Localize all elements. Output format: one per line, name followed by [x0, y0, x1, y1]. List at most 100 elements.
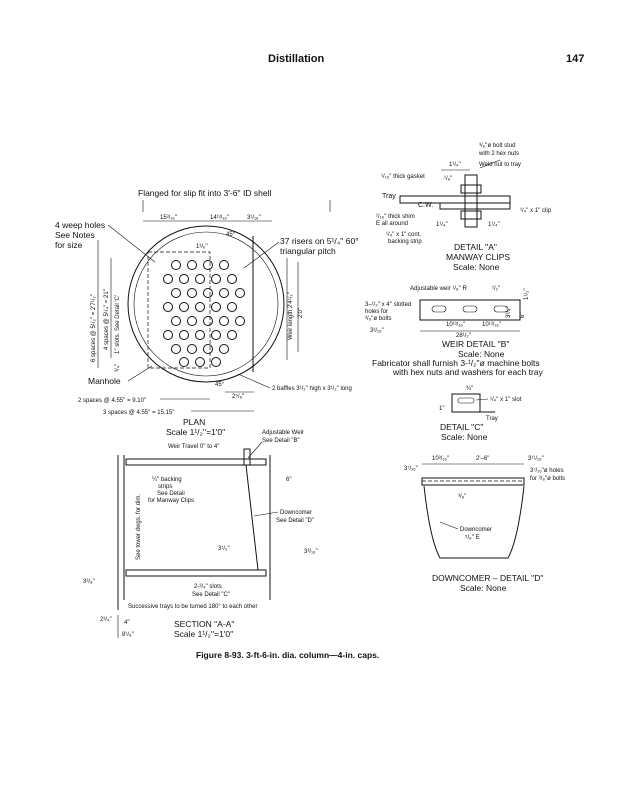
section-dim-8-1-8: 8¹/₈'' [122, 632, 134, 638]
section-dim-3-1-2: 3¹/₂'' [218, 546, 230, 552]
detail-a-subtitle: MANWAY CLIPS [446, 252, 510, 262]
dim-10: 10³/₁₆'' [432, 456, 449, 462]
section-successive: Successive trays to be turned 180° to ea… [128, 604, 257, 610]
slot-label: ¹/₄'' x 1'' slot [490, 397, 522, 403]
weir-plate [419, 299, 521, 321]
tray-label: Tray [382, 193, 396, 200]
baffles-leader [237, 373, 271, 389]
detail-c: ¾'' ¹/₄'' x 1'' slot 1'' Tray DETAIL "C"… [439, 386, 522, 442]
spaces-9-10: 2 spaces @ 4.55'' = 9.10'' [78, 398, 146, 404]
risers-leader [243, 241, 280, 269]
dim-inner: 1³/₆'' [196, 244, 208, 250]
dim-2-5-8: 2⁵/₈'' [232, 393, 244, 400]
section-adj-weir-2: See Detail "B" [262, 438, 300, 444]
dim-1-4a: 1¹/₄'' [436, 222, 448, 228]
risers-label-1: 37 risers on 5¹/₄'' 60° [280, 236, 359, 246]
left-dim-1: 6 spaces @ 5¹/₂'' = 2'7¹/₂'' [91, 294, 97, 362]
slot [462, 305, 478, 313]
downcomer-flange [421, 477, 525, 486]
plan-title: PLAN [183, 417, 205, 427]
spaces-15-15: 3 spaces @ 4.55'' = 15.15'' [103, 410, 175, 416]
downcomer-label: Downcomer [460, 527, 492, 533]
section-scale: Scale 1¹/₂''=1'0'' [174, 629, 234, 639]
plan-scale: Scale 1¹/₂''=1'0'' [166, 427, 226, 437]
left-dim-2: 4 spaces @ 5¹/₄'' = 21'' [104, 289, 110, 350]
backing-2: backing strip [388, 239, 422, 245]
weld-nut-label: Weld nut to tray [479, 162, 521, 168]
section-downcomer-1: Downcomer [280, 510, 312, 516]
section-dim-2-3-4: 2³/₄'' [100, 617, 112, 623]
section-adj-weir-1: Adjustable Weir [262, 430, 304, 436]
dim-3-11: 3¹¹/₁₆'' [528, 456, 544, 462]
slot [431, 305, 447, 313]
dim-3-3-16: 3³/₁₆'' [370, 328, 384, 334]
backing-1: ¹/₄'' x 1'' cont. [386, 232, 421, 238]
leader [253, 511, 279, 517]
section-slots-2: See Detail "C" [192, 592, 230, 598]
section-dim-4: 4'' [124, 620, 130, 626]
section-backing-1: ¼'' backing [152, 477, 182, 483]
dim-10b: 10¹³/₁₆'' [482, 322, 501, 328]
weir-plate [243, 448, 251, 466]
dim-1-1-2: 1¹/₂'' [524, 288, 530, 300]
dim-28: 28¹/₂'' [456, 333, 471, 339]
weep-holes-label-3: for size [55, 240, 83, 250]
section-side-label: See tower dwgs. for dim. [136, 494, 142, 560]
manhole-label: Manhole [88, 376, 121, 386]
holes-1: 3⁷/₁₆''ø holes [530, 467, 564, 474]
manhole-outline [147, 251, 211, 369]
plan-flange-note: Flanged for slip fit into 3'-6'' ID shel… [138, 188, 271, 198]
section-backing-3: See Detail [157, 491, 185, 497]
bolt-stud [464, 174, 478, 228]
manhole-leader [127, 365, 153, 382]
tray-plate [399, 195, 511, 204]
section-a-a: Adjustable Weir See Detail "B" Weir Trav… [83, 430, 318, 639]
hex-nut-top [460, 184, 482, 194]
weep-holes-label-2: See Notes [55, 230, 95, 240]
detail-d-scale: Scale: None [460, 583, 507, 593]
detail-d-title: DOWNCOMER – DETAIL "D" [432, 573, 543, 583]
downcomer-detail-d: 10³/₁₆'' 2'–6'' 3¹¹/₁₆'' 3⁷/₁₆'' 3⁷/₁₆''… [404, 456, 565, 593]
detail-c-title: DETAIL "C" [440, 422, 483, 432]
weir-length-label: Weir length 2'4¹/₂'' [288, 292, 294, 340]
leader [475, 398, 489, 401]
shim-2: E all around [376, 221, 408, 227]
dim-3-5: 3³/₄'' [506, 306, 512, 318]
clip-label: ¹/₄'' x 1'' clip [520, 208, 552, 214]
downcomer-wall [245, 464, 259, 571]
bolt-stud-2: with 2 hex nuts [478, 151, 519, 157]
tray-outline-circle [127, 225, 285, 383]
dim-1-4b: 1¹/₄'' [488, 222, 500, 228]
dim-6: 6'' [520, 312, 526, 318]
shim-1: ¹/₁₆'' thick shim [376, 214, 415, 220]
slot [457, 397, 475, 404]
dim-2-6: 2'–6'' [476, 456, 489, 462]
adj-weir-label: Adjustable weir ¹/₈'' R [410, 286, 467, 292]
risers-label-2: triangular pitch [280, 246, 336, 256]
section-dim-3-3-16: 3³/₁₆'' [304, 549, 318, 555]
slotted-1: 3–¹/₂'' x 4'' slotted [365, 302, 411, 308]
dim-top-1: 15³/₁₆'' [160, 215, 177, 221]
cw-label: C.W. [418, 202, 433, 209]
plan-view: Flanged for slip fit into 3'-6'' ID shel… [55, 188, 359, 437]
lower-tray [125, 569, 267, 577]
section-backing-4: for Manway Clips [148, 498, 194, 504]
dim-top-3: 3¹/₁₆'' [247, 215, 261, 221]
dim-1-8: ¹/₈'' [444, 176, 452, 182]
detail-a-scale: Scale: None [453, 262, 500, 272]
running-header-title: Distillation [268, 53, 325, 65]
upper-tray [125, 458, 267, 466]
dim-1: 1'' [439, 406, 445, 412]
clip-plate [439, 202, 511, 210]
section-downcomer-2: See Detail "D" [276, 518, 314, 524]
section-slots-1: 2-³/₄'' slots [194, 584, 222, 590]
dim-1-2: ¹/₂'' [492, 286, 500, 292]
left-dim-3: 1'' slots. See Detail 'C' [115, 295, 121, 354]
slotted-2: holes for [365, 309, 388, 315]
gasket-label: ¹/₁₆'' thick gasket [381, 174, 425, 180]
slotted-3: ³/₈''ø bolts [365, 316, 391, 322]
leader [479, 159, 501, 169]
detail-b-note-2: with hex nuts and washers for each tray [392, 367, 544, 377]
detail-b-note-1: Fabricator shall furnish 3-¹/₂''ø machin… [372, 358, 540, 368]
